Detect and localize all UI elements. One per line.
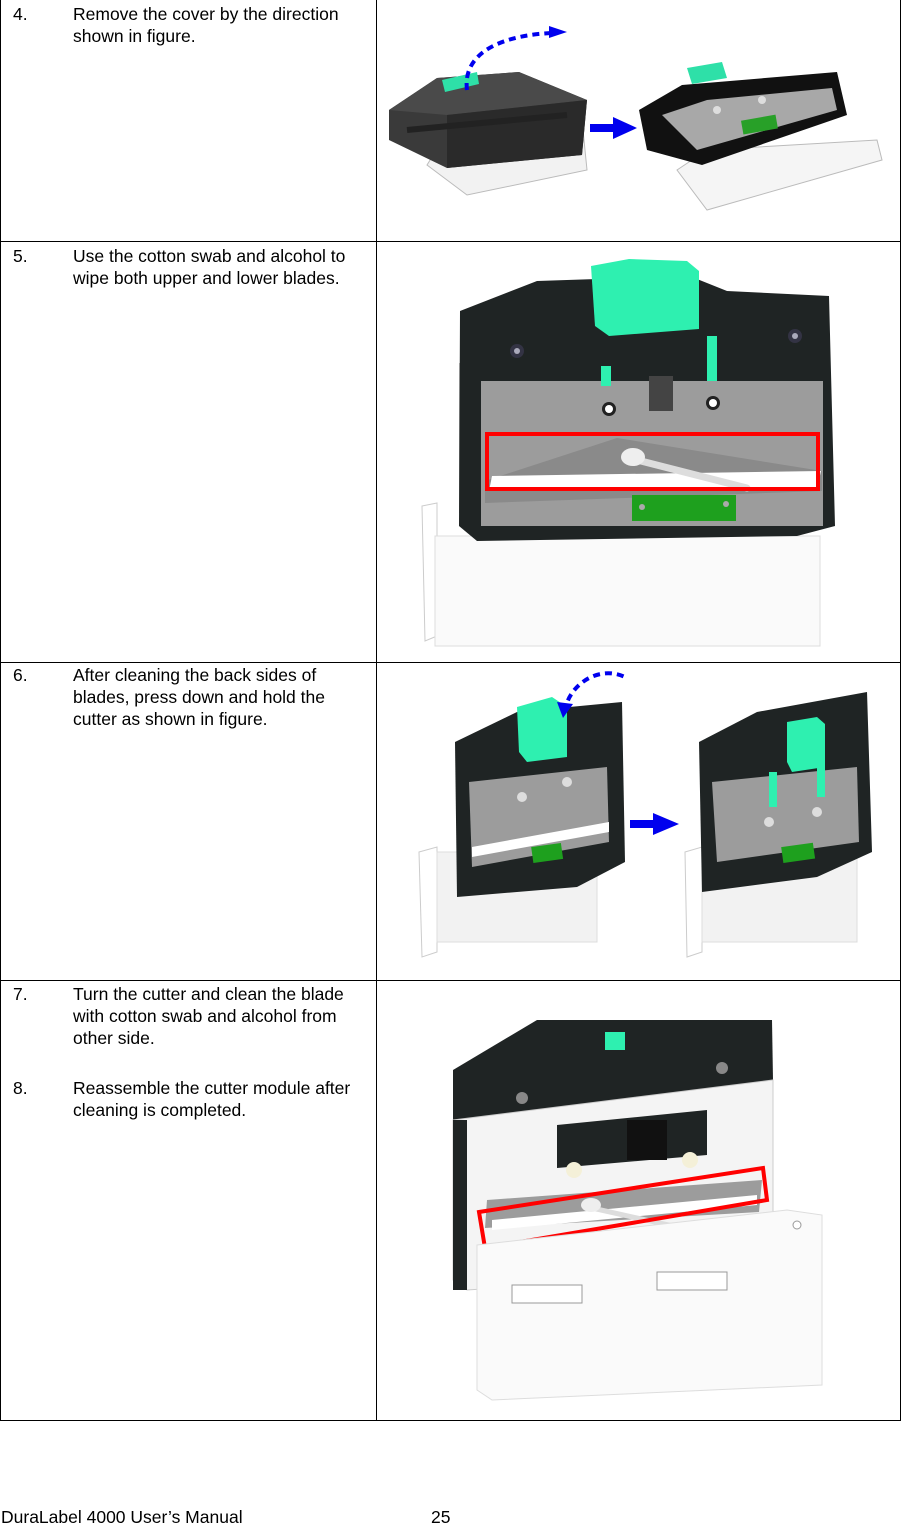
cutter-blade-wipe-back-figure	[452, 1020, 823, 1401]
step-text-cell: 7. Turn the cutter and clean the blade w…	[1, 980, 377, 1420]
step-text: After cleaning the back sides of blades,…	[73, 665, 325, 729]
cutter-cover-removal-figure	[389, 26, 883, 211]
cutter-press-down-figure	[418, 671, 872, 958]
step-number: 8.	[13, 1078, 28, 1098]
footer-manual-title: DuraLabel 4000 User’s Manual	[1, 1507, 243, 1527]
step-row-5: 5. Use the cotton swab and alcohol to wi…	[0, 241, 901, 663]
step-text-cell: 4. Remove the cover by the direction sho…	[1, 0, 377, 241]
step-row-7-8: 7. Turn the cutter and clean the blade w…	[0, 980, 901, 1421]
step-row-6: 6. After cleaning the back sides of blad…	[0, 662, 901, 981]
step-figure-cell	[377, 241, 900, 662]
step-text: Remove the cover by the direction shown …	[73, 4, 339, 46]
step-text-cell: 6. After cleaning the back sides of blad…	[1, 662, 377, 980]
step-text: Use the cotton swab and alcohol to wipe …	[73, 246, 346, 288]
step-number: 4.	[13, 4, 28, 24]
step-row-4: 4. Remove the cover by the direction sho…	[0, 0, 901, 242]
step-text: Reassemble the cutter module after clean…	[73, 1078, 351, 1120]
step-text-cell: 5. Use the cotton swab and alcohol to wi…	[1, 241, 377, 662]
step-figure-cell	[377, 980, 900, 1420]
step-text: Turn the cutter and clean the blade with…	[73, 984, 344, 1048]
step-number: 5.	[13, 246, 28, 266]
cutter-blade-wipe-front-figure	[421, 259, 835, 647]
footer-page-number: 25	[431, 1507, 451, 1527]
step-number: 7.	[13, 984, 28, 1004]
step-figure-cell	[377, 0, 900, 241]
step-number: 6.	[13, 665, 28, 685]
step-figure-cell	[377, 662, 900, 980]
